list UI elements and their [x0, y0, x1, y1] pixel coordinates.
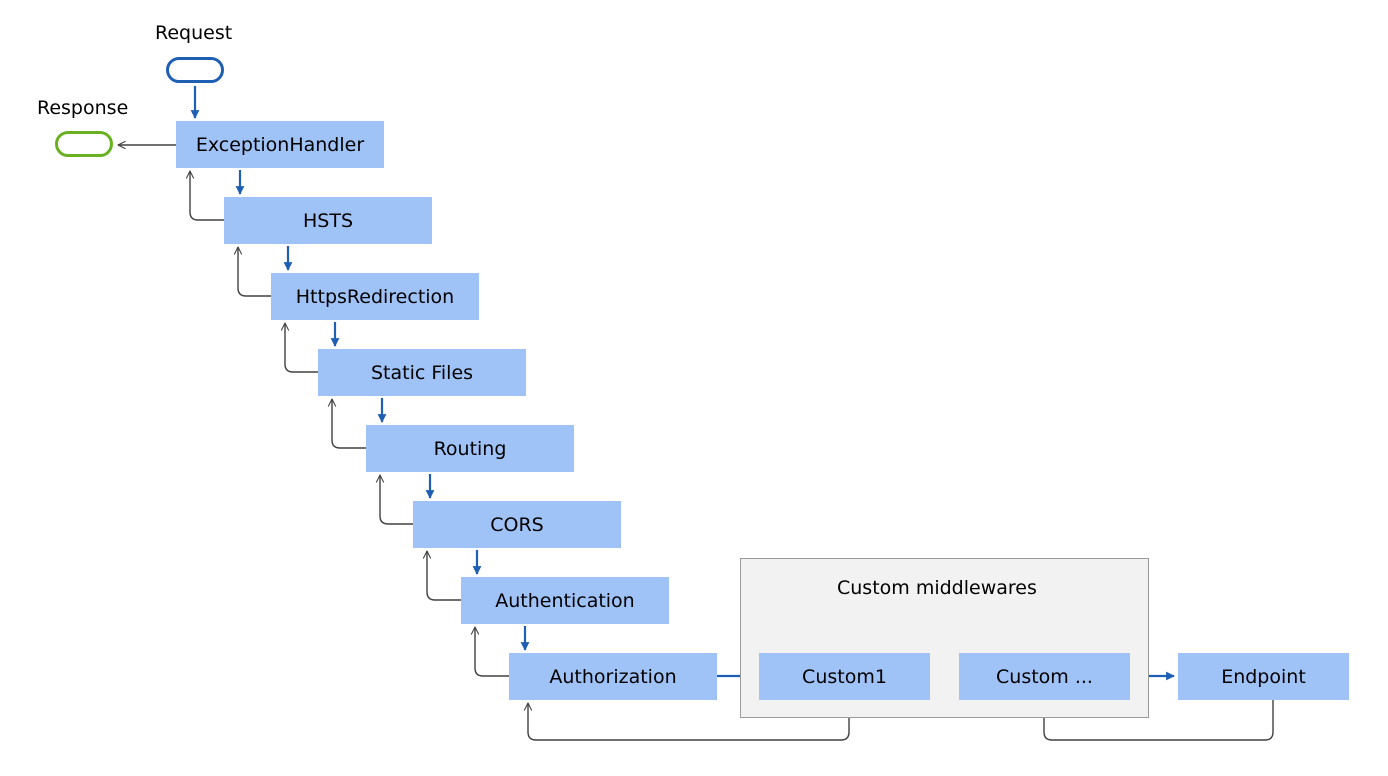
- middleware-authentication: Authentication: [461, 577, 669, 624]
- request-terminal: [166, 57, 224, 83]
- return-arrow-2: [285, 323, 318, 373]
- return-arrow-endpoint-custom-more: [1044, 700, 1274, 741]
- middleware-hsts: HSTS: [224, 197, 432, 244]
- return-arrow-0: [190, 171, 224, 221]
- endpoint-box: Endpoint: [1178, 653, 1349, 700]
- middleware-routing: Routing: [366, 425, 574, 472]
- middleware-cors: CORS: [413, 501, 621, 548]
- request-label: Request: [155, 22, 233, 44]
- return-arrow-3: [332, 399, 366, 449]
- response-terminal: [55, 131, 113, 157]
- custom-middlewares-title: Custom middlewares: [837, 577, 1037, 599]
- middleware-custom1: Custom1: [759, 653, 930, 700]
- response-label: Response: [37, 97, 129, 119]
- return-arrow-4: [380, 475, 413, 525]
- middleware-exceptionhandler: ExceptionHandler: [176, 121, 384, 168]
- return-arrow-custom1-authorization: [528, 700, 850, 741]
- middleware-staticfiles: Static Files: [318, 349, 526, 396]
- return-arrow-1: [238, 247, 271, 297]
- return-arrow-6: [475, 627, 509, 677]
- return-arrow-5: [427, 551, 461, 601]
- middleware-httpsredirection: HttpsRedirection: [271, 273, 479, 320]
- middleware-custom-more: Custom ...: [959, 653, 1130, 700]
- middleware-authorization: Authorization: [509, 653, 717, 700]
